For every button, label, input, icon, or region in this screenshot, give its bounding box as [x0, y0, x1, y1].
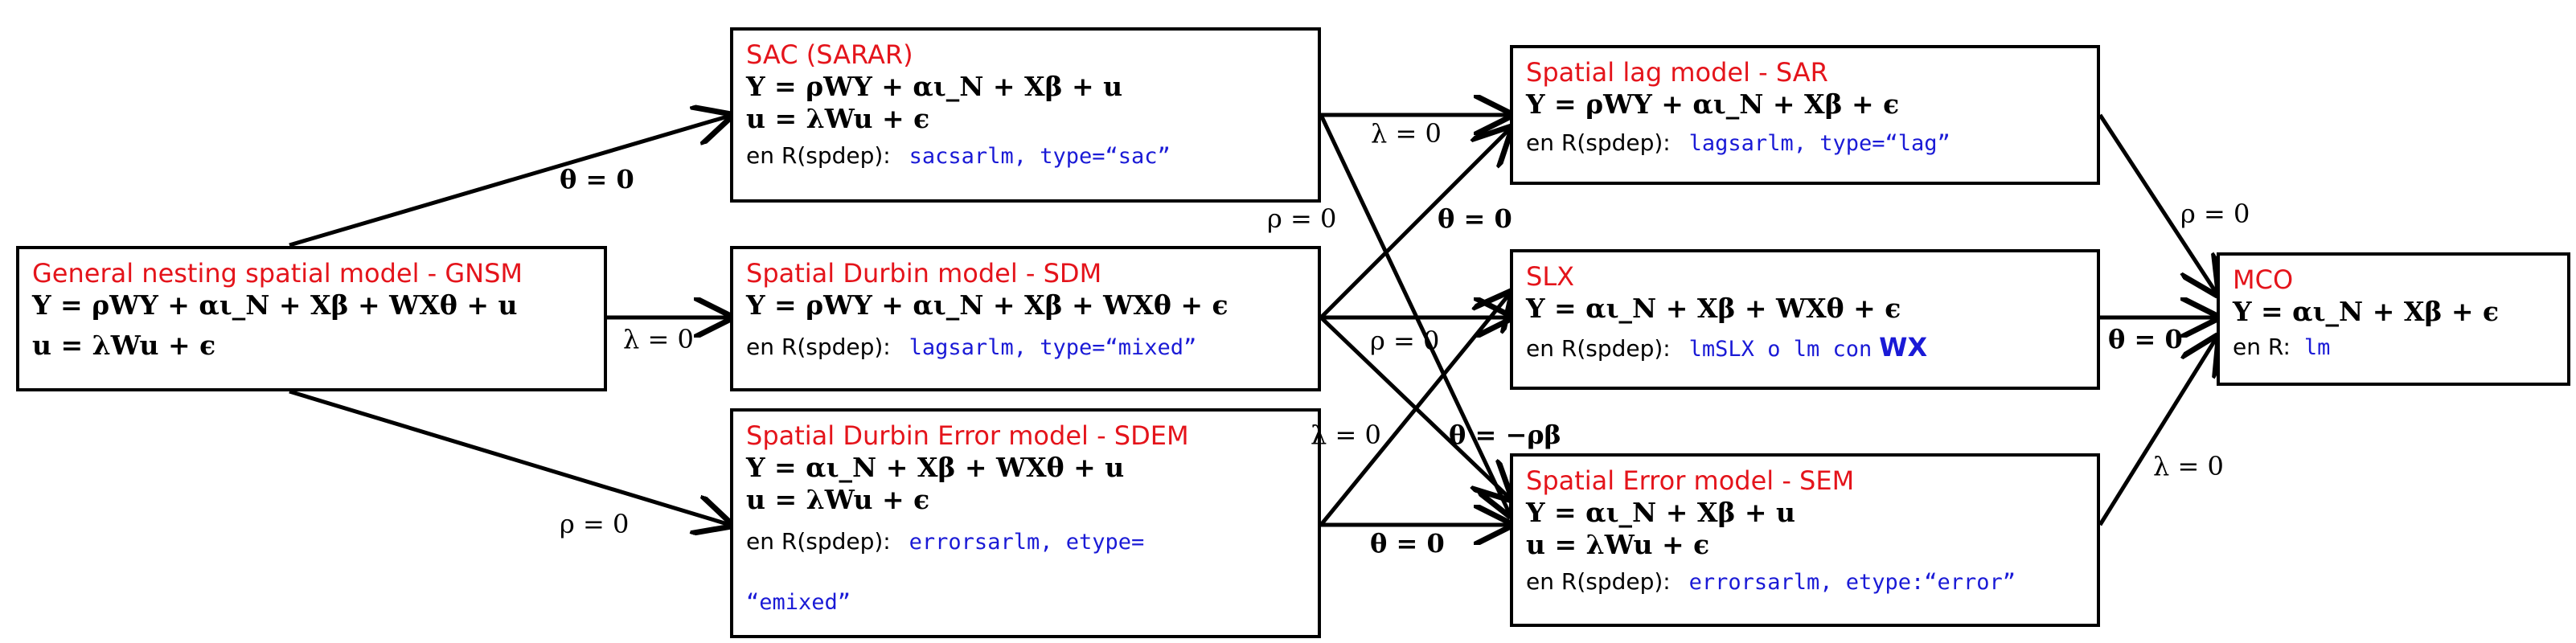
node-slx: SLX Y = αι_N + Xβ + WXθ + ϵ en R(spdep):…	[1510, 249, 2100, 390]
r-code: errorsarlm, etype:“error”	[1688, 570, 2016, 595]
node-equation: u = λWu + ϵ	[746, 484, 930, 515]
node-title: Spatial Durbin model - SDM	[746, 258, 1102, 289]
edge-sac-sem	[1319, 113, 1510, 514]
node-sem: Spatial Error model - SEM Y = αι_N + Xβ …	[1510, 453, 2100, 627]
node-sdm: Spatial Durbin model - SDM Y = ρWY + αι_…	[730, 246, 1321, 391]
node-sac: SAC (SARAR) Y = ρWY + αι_N + Xβ + u u = …	[730, 27, 1321, 203]
r-code: lm	[2303, 335, 2331, 360]
node-sdem: Spatial Durbin Error model - SDEM Y = αι…	[730, 408, 1321, 638]
r-code: “emixed”	[746, 590, 851, 615]
node-equation: Y = αι_N + Xβ + WXθ + ϵ	[1526, 293, 1901, 324]
node-gnsm: General nesting spatial model - GNSM Y =…	[16, 246, 607, 391]
node-equation: Y = ρWY + αι_N + Xβ + ϵ	[1526, 88, 1900, 120]
node-equation: u = λWu + ϵ	[1526, 529, 1710, 560]
node-title: Spatial Durbin Error model - SDEM	[746, 420, 1189, 451]
edge-label-gnsm-sdm: λ = 0	[623, 324, 694, 354]
edge-gnsm-sdem	[289, 389, 730, 525]
r-prefix: en R(spdep):	[746, 528, 891, 555]
node-r-line-continued: “emixed”	[746, 586, 1305, 619]
node-r-line: en R(spdep): lagsarlm, type=“lag”	[1526, 127, 2084, 160]
r-prefix: en R:	[2233, 334, 2291, 360]
edge-label-sar-mco: ρ = 0	[2180, 199, 2250, 229]
edge-sdm-sar	[1319, 129, 1510, 319]
node-equation: Y = αι_N + Xβ + WXθ + u	[746, 452, 1125, 483]
edge-sar-mco	[2098, 113, 2217, 293]
node-equation: u = λWu + ϵ	[746, 103, 930, 134]
node-title: MCO	[2233, 264, 2294, 295]
edge-label-sdm-slx: ρ = 0	[1370, 326, 1440, 356]
node-equation: Y = αι_N + Xβ + ϵ	[2233, 296, 2500, 327]
edge-label-sdem-sem: θ = 0	[1370, 528, 1445, 559]
node-r-line: en R(spdep): sacsarlm, type=“sac”	[746, 140, 1305, 173]
r-code: lagsarlm, type=“mixed”	[909, 335, 1197, 360]
edge-sem-mco	[2098, 338, 2217, 526]
node-r-line: en R(spdep): errorsarlm, etype=	[746, 526, 1305, 559]
node-equation: Y = ρWY + αι_N + Xβ + WXθ + u	[32, 289, 518, 321]
edge-label-sac-sar: λ = 0	[1371, 118, 1442, 149]
r-code: lagsarlm, type=“lag”	[1688, 131, 1950, 156]
edge-sdem-slx	[1319, 293, 1510, 526]
edge-label-gnsm-sdem: ρ = 0	[560, 509, 630, 539]
r-prefix: en R(spdep):	[1526, 335, 1671, 362]
node-title: Spatial Error model - SEM	[1526, 465, 1855, 496]
node-title: SAC (SARAR)	[746, 39, 913, 70]
r-prefix: en R(spdep):	[1526, 568, 1671, 595]
r-prefix: en R(spdep):	[1526, 129, 1671, 156]
edge-label-sac-sem: ρ = 0	[1267, 203, 1337, 234]
r-prefix: en R(spdep):	[746, 334, 891, 360]
r-code: errorsarlm, etype=	[909, 530, 1145, 555]
edge-label-sdm-sar: θ = 0	[1438, 203, 1512, 234]
node-title: General nesting spatial model - GNSM	[32, 258, 523, 289]
edge-label-gnsm-sac: θ = 0	[560, 164, 634, 195]
node-equation: Y = ρWY + αι_N + Xβ + u	[746, 71, 1123, 102]
r-prefix: en R(spdep):	[746, 142, 891, 169]
node-equation: u = λWu + ϵ	[32, 330, 216, 361]
node-equation: Y = αι_N + Xβ + u	[1526, 497, 1795, 528]
edge-label-sdm-sem: θ = −ρβ	[1449, 420, 1561, 450]
edge-label-sdem-slx: λ = 0	[1311, 420, 1381, 450]
edge-gnsm-sac	[289, 116, 730, 248]
node-title: SLX	[1526, 261, 1575, 292]
node-r-line: en R(spdep): errorsarlm, etype:“error”	[1526, 566, 2084, 599]
node-title: Spatial lag model - SAR	[1526, 57, 1828, 88]
node-equation: Y = ρWY + αι_N + Xβ + WXθ + ϵ	[746, 289, 1229, 321]
node-r-line: en R(spdep): lagsarlm, type=“mixed”	[746, 331, 1305, 364]
edge-label-sem-mco: λ = 0	[2153, 451, 2224, 481]
edge-label-slx-mco: θ = 0	[2108, 324, 2183, 354]
node-r-line: en R: lm	[2233, 331, 2554, 364]
node-sar: Spatial lag model - SAR Y = ρWY + αι_N +…	[1510, 45, 2100, 185]
r-code: sacsarlm, type=“sac”	[909, 144, 1171, 169]
r-code-wx: WX	[1879, 332, 1928, 362]
node-mco: MCO Y = αι_N + Xβ + ϵ en R: lm	[2217, 252, 2570, 386]
node-r-line: en R(spdep): lmSLX o lm con WX	[1526, 331, 2084, 366]
r-code: lmSLX o lm con	[1688, 337, 1873, 362]
